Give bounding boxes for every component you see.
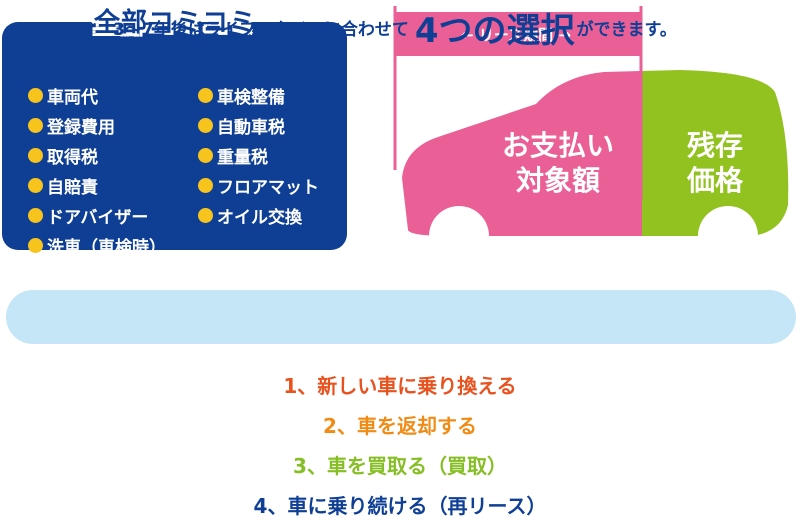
- item-label: 自賠責: [47, 177, 98, 198]
- residual-value-line1: 残存: [686, 129, 743, 162]
- lease-period-bar: [395, 12, 640, 56]
- bullet-dot-icon: [28, 117, 43, 133]
- item-label: 登録費用: [47, 117, 115, 138]
- car-icon: [393, 6, 789, 262]
- list-item: 洗車（車検時）: [28, 230, 166, 260]
- item-label: 洗車（車検時）: [47, 237, 166, 258]
- banner-highlight: 4つの選択: [414, 10, 575, 51]
- list-item: 自賠責: [28, 170, 166, 200]
- list-item: 車検整備: [198, 80, 319, 110]
- bullet-dot-icon: [28, 177, 43, 193]
- bullet-dot-icon: [198, 177, 213, 193]
- bullet-dot-icon: [198, 87, 213, 103]
- item-label: オイル交換: [217, 207, 302, 228]
- rear-wheel-icon: [429, 206, 489, 262]
- item-label: フロアマット: [217, 177, 319, 198]
- bullet-dot-icon: [28, 237, 43, 253]
- list-item: 登録費用: [28, 110, 166, 140]
- list-item: 取得税: [28, 140, 166, 170]
- included-items-left-column: 車両代 登録費用 取得税 自賠責 ドアバイザー 洗車（車検時）: [28, 80, 166, 260]
- item-label: 車検整備: [217, 87, 285, 108]
- front-wheel-icon: [698, 206, 758, 262]
- item-label: 自動車税: [217, 117, 285, 138]
- payment-target-label: お支払い 対象額: [478, 128, 638, 198]
- list-item: 重量税: [198, 140, 319, 170]
- bullet-dot-icon: [28, 87, 43, 103]
- option-4: 4、車に乗り続ける（再リース）: [253, 494, 547, 518]
- list-item: 自動車税: [198, 110, 319, 140]
- bullet-dot-icon: [198, 117, 213, 133]
- option-2: 2、車を返却する: [323, 414, 477, 438]
- item-label: 車両代: [47, 87, 98, 108]
- choice-options: 1、新しい車に乗り換える 2、車を返却する 3、車を買取る（買取） 4、車に乗り…: [0, 366, 800, 526]
- list-item: ドアバイザー: [28, 200, 166, 230]
- payment-target-line1: お支払い: [501, 129, 614, 162]
- item-label: 重量税: [217, 147, 268, 168]
- included-items-right-column: 車検整備 自動車税 重量税 フロアマット オイル交換: [198, 80, 319, 230]
- lease-period-label: ← リース期間 →: [461, 26, 571, 44]
- choices-banner-text: 3〜7年後はライフスタイルに合わせて 4つの選択 ができます。: [0, 0, 790, 54]
- choices-banner: [6, 290, 796, 344]
- residual-value-line2: 価格: [686, 164, 743, 197]
- list-item: フロアマット: [198, 170, 319, 200]
- bullet-dot-icon: [198, 207, 213, 223]
- residual-value-region: [642, 70, 789, 236]
- bullet-dot-icon: [28, 207, 43, 223]
- option-1: 1、新しい車に乗り換える: [283, 374, 517, 398]
- item-label: 取得税: [47, 147, 98, 168]
- bullet-dot-icon: [28, 147, 43, 163]
- list-item: オイル交換: [198, 200, 319, 230]
- bullet-dot-icon: [198, 147, 213, 163]
- included-items-box: 車両代 登録費用 取得税 自賠責 ドアバイザー 洗車（車検時） 車検整備 自動車…: [2, 22, 347, 258]
- payment-target-line2: 対象額: [515, 164, 600, 197]
- option-3: 3、車を買取る（買取）: [293, 454, 507, 478]
- residual-value-label: 残存 価格: [665, 128, 765, 198]
- banner-suffix: ができます。: [576, 19, 677, 40]
- included-items-title: 全部コミコミ: [93, 8, 256, 38]
- banner-prefix: 3〜7年後はライフスタイルに合わせて: [113, 19, 409, 40]
- list-item: 車両代: [28, 80, 166, 110]
- item-label: ドアバイザー: [47, 207, 149, 228]
